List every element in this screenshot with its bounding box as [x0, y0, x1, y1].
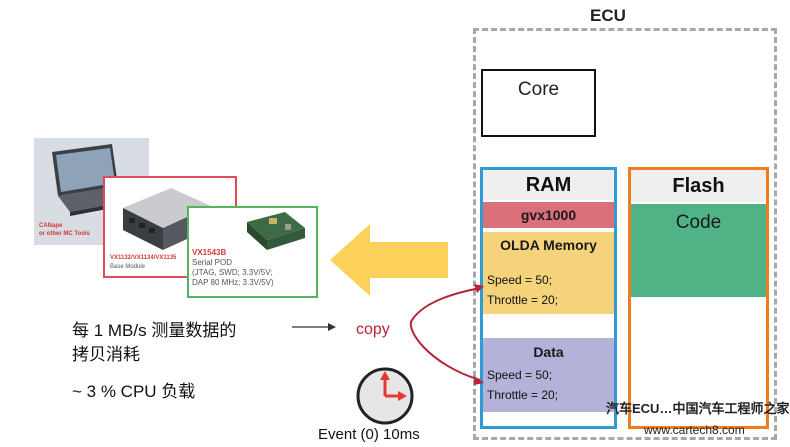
data-speed-line: Speed = 50; — [487, 368, 553, 382]
vx1543b-line-2: (JTAG, SWD; 3.3V/5V; — [192, 268, 273, 277]
canape-label: CANape — [39, 223, 63, 229]
clock-icon — [356, 367, 414, 425]
data-title: Data — [533, 344, 564, 360]
olda-speed-line: Speed = 50; — [487, 273, 553, 287]
code-block: Code — [631, 204, 766, 297]
vx1132-label: VX1132/VX1134/VX1135 — [110, 255, 177, 261]
laptop-icon — [52, 144, 134, 216]
flash-title: Flash — [631, 170, 766, 202]
olda-memory-block: OLDA Memory Speed = 50; Throttle = 20; — [483, 232, 614, 314]
data-block: Data Speed = 50; Throttle = 20; — [483, 338, 614, 412]
event-label: Event (0) 10ms — [318, 426, 420, 443]
vx1543b-title: VX1543B — [192, 248, 227, 257]
vx1543b-line-1: Serial POD — [192, 258, 233, 267]
copy-cost-line-1: 每 1 MB/s 测量数据的 — [72, 321, 237, 340]
core-block: Core — [481, 69, 596, 137]
vx1132-sublabel: Base Module — [110, 264, 146, 270]
right-arrow-icon — [292, 323, 336, 331]
vx1543b-pod-image — [187, 206, 318, 298]
copy-curve-arrows — [409, 284, 484, 385]
olda-throttle-line: Throttle = 20; — [487, 293, 559, 307]
olda-memory-title: OLDA Memory — [500, 237, 597, 253]
cpu-load-text: ~ 3 % CPU 负载 — [72, 382, 196, 401]
ecu-title: ECU — [590, 6, 626, 25]
gvx1000-block: gvx1000 — [483, 202, 614, 228]
data-throttle-line: Throttle = 20; — [487, 388, 559, 402]
canape-sublabel: or other MC Tools — [39, 231, 90, 237]
copy-cost-line-2: 拷贝消耗 — [72, 345, 140, 364]
code-label: Code — [675, 212, 722, 233]
ecu-boundary — [473, 28, 777, 440]
watermark-line-2: www.cartech8.com — [644, 423, 745, 437]
copy-label: copy — [356, 321, 390, 338]
core-label: Core — [517, 79, 560, 100]
vx1543b-line-3: DAP 80 MHz; 3.3V/5V) — [192, 278, 274, 287]
yellow-left-arrow-icon — [330, 224, 448, 296]
watermark-line-1: 汽车ECU…中国汽车工程师之家 — [606, 401, 790, 416]
serial-pod-icon — [247, 212, 305, 250]
ram-title: RAM — [483, 170, 614, 200]
